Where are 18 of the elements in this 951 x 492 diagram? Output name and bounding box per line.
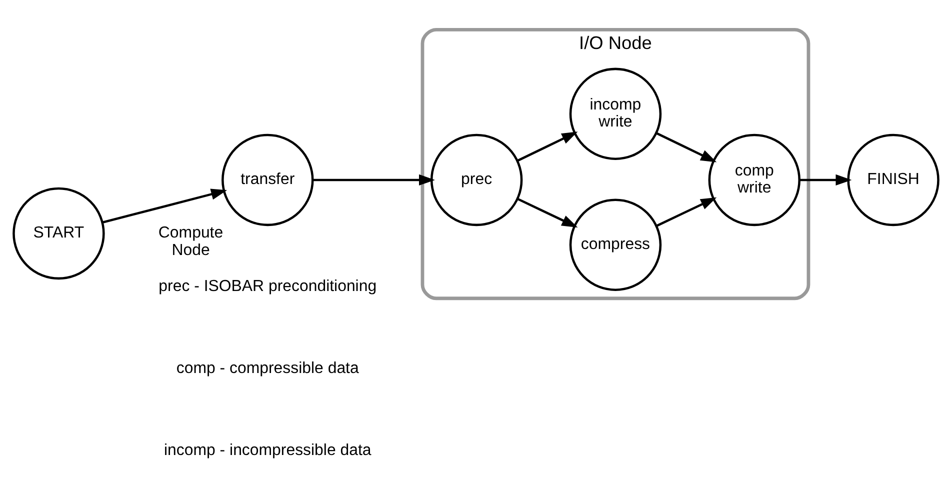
arrow bbox=[102, 188, 227, 224]
node-circle: compress bbox=[568, 198, 662, 291]
node-circle: comp write bbox=[708, 134, 800, 226]
arrow bbox=[656, 132, 716, 162]
label: incomp - incompressible data bbox=[163, 442, 371, 460]
node-circle: prec bbox=[430, 134, 522, 226]
arrow bbox=[656, 197, 716, 227]
node-circle: START bbox=[12, 187, 104, 280]
node-circle: incomp write bbox=[568, 68, 662, 160]
arrow bbox=[516, 198, 578, 228]
label: prec - ISOBAR preconditioning bbox=[158, 278, 376, 296]
arrow bbox=[516, 132, 578, 162]
node-label: Compute Node bbox=[158, 224, 223, 259]
node-circle: FINISH bbox=[846, 134, 939, 226]
label: comp - compressible data bbox=[176, 360, 358, 378]
arrow bbox=[312, 174, 434, 186]
node-circle: transfer bbox=[221, 134, 314, 226]
arrow bbox=[799, 174, 852, 186]
